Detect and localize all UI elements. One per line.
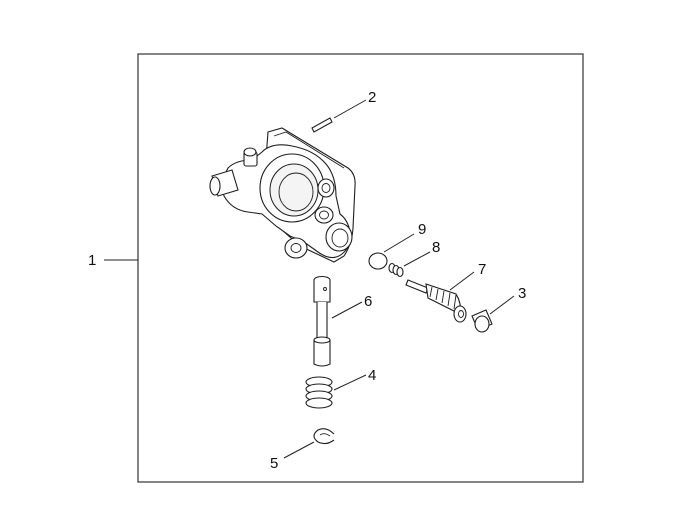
callout-9-label: 9 [418,221,426,238]
callout-1-label: 1 [88,252,96,269]
worm-gear-part: 7 [405,261,486,323]
callout-5-label: 5 [270,455,278,472]
assembly-frame [137,53,584,483]
callout-1: 1 [88,252,138,269]
callout-8-label: 8 [432,239,440,256]
pin-part: 2 [311,89,376,133]
plunger-part: 6 [313,275,372,367]
callout-3-label: 3 [518,285,526,302]
callout-4-label: 4 [368,367,376,384]
callout-7-label: 7 [478,261,486,278]
pump-housing [209,127,356,263]
clip-part: 5 [270,428,335,472]
callout-2-label: 2 [368,89,376,106]
callout-6-label: 6 [364,293,372,310]
plug-part: 3 [471,285,526,333]
spring-part: 4 [305,367,376,409]
small-spring-part: 8 [388,239,440,278]
washer-part: 9 [368,221,426,270]
